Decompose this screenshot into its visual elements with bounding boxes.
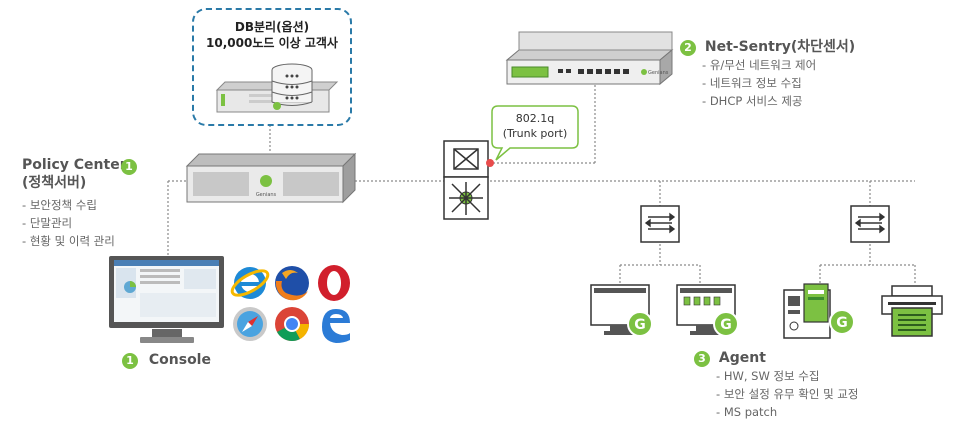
policy-center-number-badge: 1 [121, 159, 137, 175]
agent-kiosk-icon: G [783, 283, 855, 339]
db-box-title: DB분리(옵션) 10,000노드 이상 고객사 [192, 19, 352, 51]
list-item: 보안정책 수립 [22, 196, 127, 214]
agent-monitor-icon-1: G [590, 284, 653, 337]
policy-center-title-line2: (정책서버) [22, 175, 87, 191]
console-monitor-icon [109, 256, 224, 343]
agent-monitor-icon-2: G [676, 284, 739, 337]
console-number-badge: 1 [122, 353, 138, 369]
opera-icon [318, 265, 350, 301]
agent-title: Agent [718, 350, 766, 366]
list-item: DHCP 서비스 제공 [702, 92, 855, 110]
trunk-line1: 802.1q [515, 112, 555, 125]
list-item: 네트워크 정보 수집 [702, 74, 855, 92]
policy-center-title-line1: Policy Center [22, 157, 127, 173]
router-icon-2 [850, 205, 890, 243]
agent-label: 3 Agent HW, SW 정보 수집 보안 설정 유무 확인 및 교정 MS… [694, 349, 858, 421]
ie-icon [230, 267, 270, 299]
net-sentry-label: 2 Net-Sentry(차단센서) 유/무선 네트워크 제어 네트워크 정보 … [680, 38, 855, 110]
db-separation-box [192, 8, 352, 126]
trunk-port-text: 802.1q (Trunk port) [492, 111, 578, 141]
policy-center-title: Policy Center 1 (정책서버) [22, 156, 137, 192]
console-label: 1 Console [122, 351, 211, 369]
svg-text:G: G [720, 317, 732, 333]
policy-center-label: Policy Center 1 (정책서버) 보안정책 수립 단말관리 현황 및… [22, 156, 137, 250]
safari-icon [233, 307, 267, 341]
trunk-line2: (Trunk port) [502, 127, 568, 140]
policy-center-list: 보안정책 수립 단말관리 현황 및 이력 관리 [22, 196, 127, 250]
policy-server-icon: Genians [185, 152, 357, 204]
net-sentry-number-badge: 2 [680, 40, 696, 56]
db-server-icon [215, 63, 339, 113]
agent-title-row: 3 Agent [694, 349, 858, 367]
router-icon-1 [640, 205, 680, 243]
agent-number-badge: 3 [694, 351, 710, 367]
console-title: Console [148, 352, 211, 368]
list-item: 유/무선 네트워크 제어 [702, 56, 855, 74]
firefox-icon [275, 266, 309, 301]
trunk-port-callout [491, 105, 579, 161]
edge-icon [322, 309, 350, 343]
list-item: MS patch [716, 403, 858, 421]
server-brand-text: Genians [256, 192, 277, 198]
chrome-icon [275, 307, 309, 341]
svg-text:G: G [836, 315, 848, 331]
net-sentry-title-row: 2 Net-Sentry(차단센서) [680, 38, 855, 56]
db-box-line1: DB분리(옵션) [234, 20, 310, 34]
list-item: 보안 설정 유무 확인 및 교정 [716, 385, 859, 403]
net-sentry-title: Net-Sentry(차단센서) [704, 39, 856, 55]
net-sentry-list: 유/무선 네트워크 제어 네트워크 정보 수집 DHCP 서비스 제공 [702, 56, 855, 110]
list-item: 현황 및 이력 관리 [22, 232, 127, 250]
svg-text:G: G [634, 317, 646, 333]
agent-list: HW, SW 정보 수집 보안 설정 유무 확인 및 교정 MS patch [716, 367, 859, 421]
list-item: 단말관리 [22, 214, 127, 232]
svg-text:Genians: Genians [648, 70, 669, 76]
core-switch-icon [443, 140, 494, 220]
net-sentry-device-icon: Genians [505, 31, 674, 86]
list-item: HW, SW 정보 수집 [716, 367, 858, 385]
agent-printer-icon [881, 285, 943, 337]
browser-icons [230, 265, 350, 343]
db-box-line2: 10,000노드 이상 고객사 [206, 36, 338, 50]
